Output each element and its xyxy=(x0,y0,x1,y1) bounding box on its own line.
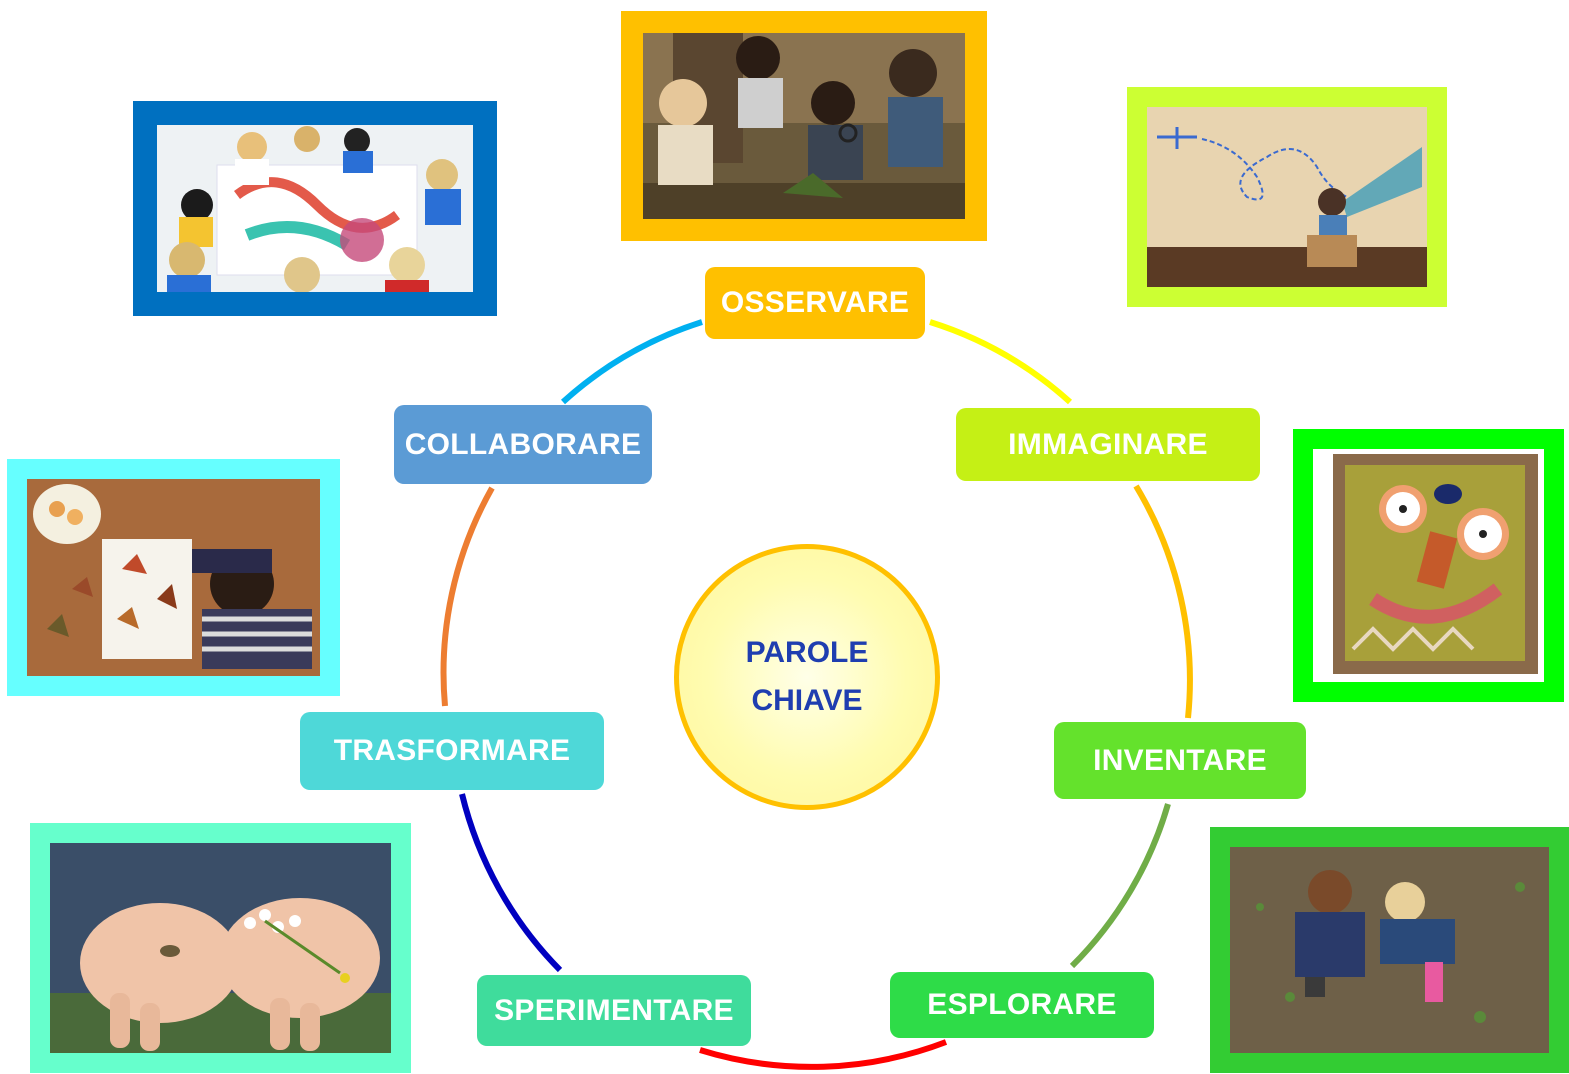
keyword-label: SPERIMENTARE xyxy=(494,993,734,1027)
keyword-label: TRASFORMARE xyxy=(333,734,571,767)
observing-image xyxy=(643,33,965,219)
keyword-label: INVENTARE xyxy=(1093,743,1267,777)
keyword-label: OSSERVARE xyxy=(720,286,910,319)
keyword-label: ESPLORARE xyxy=(927,988,1117,1021)
arc-sperimentare-trasformare xyxy=(459,793,563,973)
keyword-esplorare: ESPLORARE xyxy=(890,972,1154,1038)
photo-clock-face-artwork xyxy=(1293,429,1564,702)
arc-inventare-esplorare xyxy=(1069,803,1171,969)
clock-face-image xyxy=(1313,449,1544,682)
photo-children-painting xyxy=(133,101,497,316)
photo-leaf-collage xyxy=(7,459,340,696)
airplane-drawing-image xyxy=(1147,107,1427,287)
leaf-collage-image xyxy=(27,479,320,676)
center-circle: PAROLE CHIAVE xyxy=(674,544,940,810)
hands-flowers-image xyxy=(50,843,391,1053)
photo-cardboard-airplane xyxy=(1127,87,1447,307)
keyword-collaborare: COLLABORARE xyxy=(394,405,652,484)
keyword-osservare: OSSERVARE xyxy=(705,267,925,339)
keyword-label: IMMAGINARE xyxy=(1008,427,1208,461)
center-title-line-2: CHIAVE xyxy=(751,684,863,717)
keyword-trasformare: TRASFORMARE xyxy=(300,712,604,790)
photo-hands-flowers xyxy=(30,823,411,1073)
keyword-label: COLLABORARE xyxy=(404,427,642,461)
keyword-immaginare: IMMAGINARE xyxy=(956,408,1260,481)
photo-children-exploring xyxy=(1210,827,1569,1073)
arc-collaborare-osservare xyxy=(560,319,703,405)
arc-immaginare-inventare xyxy=(1133,484,1193,719)
keyword-sperimentare: SPERIMENTARE xyxy=(477,975,751,1046)
keyword-inventare: INVENTARE xyxy=(1054,722,1306,799)
center-title-line-1: PAROLE xyxy=(745,636,869,669)
arc-trasformare-collaborare xyxy=(440,486,495,707)
photo-children-observing xyxy=(621,11,987,241)
painting-table-image xyxy=(157,125,473,292)
arc-osservare-immaginare xyxy=(929,319,1073,405)
exploring-mud-image xyxy=(1230,847,1549,1053)
arc-esplorare-sperimentare xyxy=(699,1039,948,1070)
